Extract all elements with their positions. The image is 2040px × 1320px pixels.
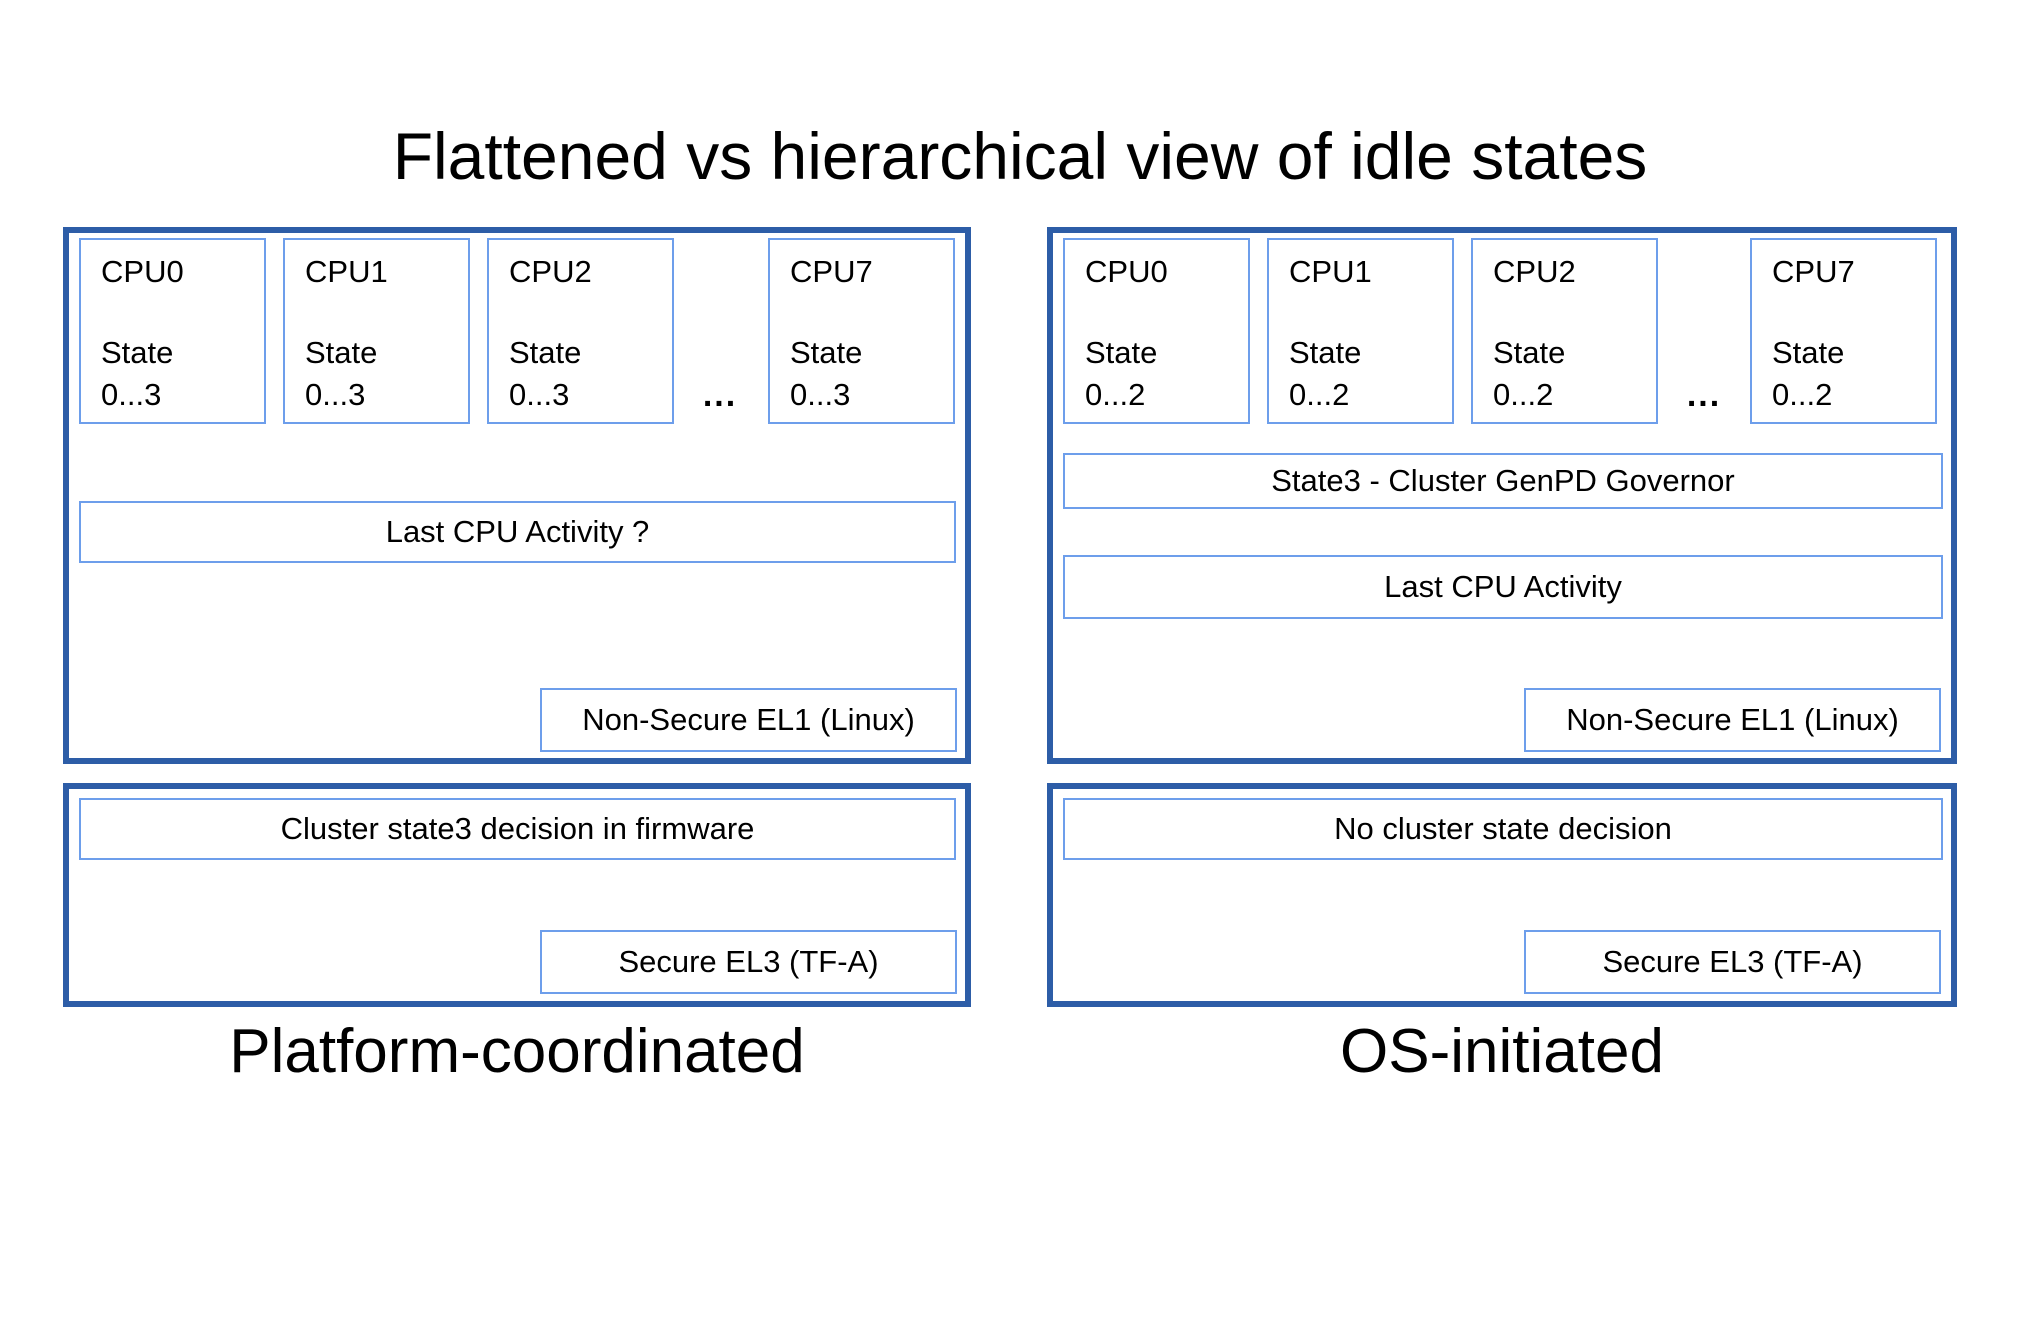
cpu-box: CPU1 State 0...2 [1267,238,1454,424]
cpu-state-label: State [1289,335,1362,370]
platform-coordinated-label: Platform-coordinated [229,1017,805,1086]
non-secure-el1-box: Non-Secure EL1 (Linux) [540,688,957,752]
cpu-state-label: State [790,335,863,370]
secure-el3-box: Secure EL3 (TF-A) [1524,930,1941,994]
cpu-box: CPU2 State 0...3 [487,238,674,424]
cpu-name: CPU7 [1772,254,1855,289]
cpu-box: CPU7 State 0...3 [768,238,955,424]
cpu-name: CPU1 [1289,254,1372,289]
cpu-state-label: State [101,335,174,370]
cpu-name: CPU2 [509,254,592,289]
cpu-state-range: 0...2 [1772,377,1833,412]
cpu-state-range: 0...3 [790,377,851,412]
cpu-box: CPU7 State 0...2 [1750,238,1937,424]
cpu-name: CPU0 [1085,254,1168,289]
no-cluster-decision-box: No cluster state decision [1063,798,1943,860]
os-initiated-label: OS-initiated [1340,1017,1664,1086]
cluster-decision-box: Cluster state3 decision in firmware [79,798,956,860]
cpu-box: CPU0 State 0...3 [79,238,266,424]
genpd-governor-box: State3 - Cluster GenPD Governor [1063,453,1943,509]
cpu-box: CPU1 State 0...3 [283,238,470,424]
non-secure-el1-box: Non-Secure EL1 (Linux) [1524,688,1941,752]
cpu-name: CPU0 [101,254,184,289]
cpu-box: CPU2 State 0...2 [1471,238,1658,424]
cpu-state-range: 0...3 [305,377,366,412]
cpu-state-range: 0...3 [509,377,570,412]
cpu-state-label: State [1772,335,1845,370]
cpu-state-label: State [1085,335,1158,370]
diagram-title: Flattened vs hierarchical view of idle s… [392,119,1648,193]
cpu-state-label: State [305,335,378,370]
secure-el3-box: Secure EL3 (TF-A) [540,930,957,994]
cpu-name: CPU1 [305,254,388,289]
cpu-box: CPU0 State 0...2 [1063,238,1250,424]
ellipsis: ... [702,376,738,414]
cpu-state-range: 0...3 [101,377,162,412]
cpu-state-label: State [1493,335,1566,370]
cpu-state-range: 0...2 [1085,377,1146,412]
cpu-state-label: State [509,335,582,370]
cpu-name: CPU2 [1493,254,1576,289]
cpu-state-range: 0...2 [1493,377,1554,412]
cpu-name: CPU7 [790,254,873,289]
cpu-state-range: 0...2 [1289,377,1350,412]
last-cpu-activity-box: Last CPU Activity [1063,555,1943,619]
last-cpu-activity-box: Last CPU Activity ? [79,501,956,563]
ellipsis: ... [1686,376,1722,414]
